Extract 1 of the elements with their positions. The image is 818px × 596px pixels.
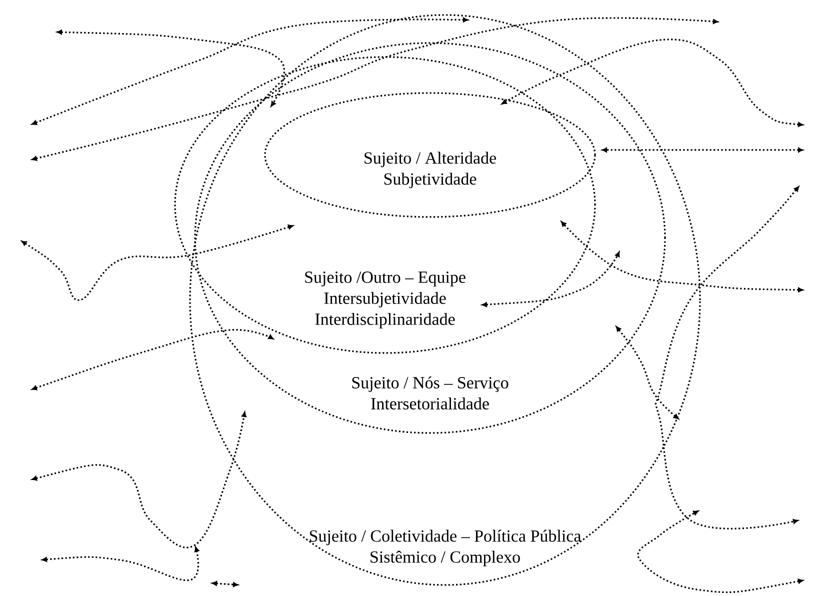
ellipse-ring: Sujeito / Alteridade Subjetividade — [264, 92, 596, 218]
